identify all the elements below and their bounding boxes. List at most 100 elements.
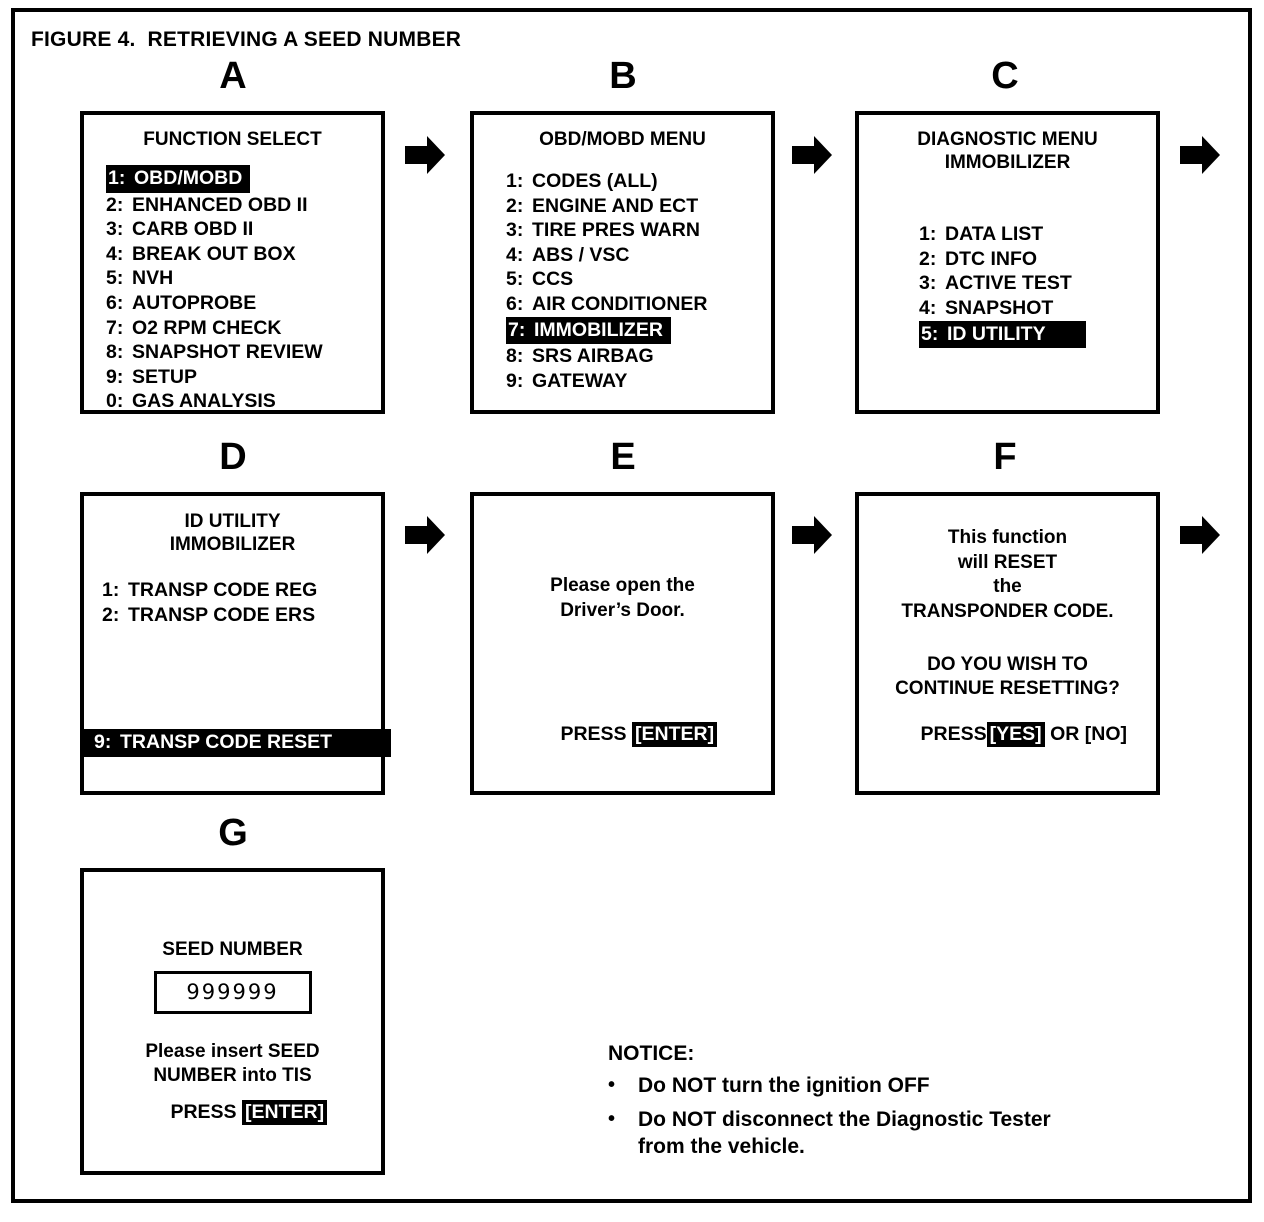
screen-message-f: This function will RESET the TRANSPONDER…	[901, 527, 1114, 623]
menu-item-abs-vsc[interactable]: 4: ABS / VSC	[506, 243, 771, 268]
menu-item-enhanced-obd-ii[interactable]: 2: ENHANCED OBD II	[106, 193, 381, 218]
menu-item-tire-pres-warn[interactable]: 3: TIRE PRES WARN	[506, 218, 771, 243]
screen-question-f: DO YOU WISH TO CONTINUE RESETTING?	[895, 653, 1120, 700]
menu-item-label: DTC INFO	[945, 247, 1038, 270]
arrow-f-to-g	[1178, 513, 1222, 557]
menu-item-number: 4:	[919, 297, 937, 320]
menu-item-number: 6:	[506, 292, 524, 315]
menu-item-label: SETUP	[132, 365, 198, 388]
menu-item-label: TIRE PRES WARN	[532, 219, 700, 242]
menu-item-label: ENHANCED OBD II	[132, 193, 308, 216]
menu-item-number: 2:	[506, 194, 524, 217]
notice-item-text: Do NOT turn the ignition OFF	[638, 1074, 930, 1097]
menu-item-number: 8:	[106, 341, 124, 364]
menu-item-number: 8:	[506, 345, 524, 368]
menu-item-codes-all[interactable]: 1: CODES (ALL)	[506, 169, 771, 194]
menu-item-label: AUTOPROBE	[132, 291, 257, 314]
menu-item-label: SRS AIRBAG	[532, 345, 654, 368]
arrow-d-to-e	[403, 513, 447, 557]
screen-panel-e[interactable]: Please open the Driver’s Door. PRESS [EN…	[470, 492, 775, 795]
menu-list-d: 1: TRANSP CODE REG 2: TRANSP CODE ERS	[84, 578, 381, 627]
menu-item-setup[interactable]: 9: SETUP	[106, 365, 381, 390]
screen-panel-a[interactable]: FUNCTION SELECT 1: OBD/MOBD 2: ENHANCED …	[80, 111, 385, 414]
menu-item-engine-and-ect[interactable]: 2: ENGINE AND ECT	[506, 194, 771, 219]
menu-list-a: 1: OBD/MOBD 2: ENHANCED OBD II 3: CARB O…	[84, 165, 381, 414]
menu-item-label: ID UTILITY	[947, 322, 1046, 345]
menu-item-number: 7:	[508, 318, 526, 341]
menu-item-air-conditioner[interactable]: 6: AIR CONDITIONER	[506, 292, 771, 317]
menu-item-number: 4:	[106, 242, 124, 265]
menu-item-number: 2:	[106, 193, 124, 216]
screen-panel-c[interactable]: DIAGNOSTIC MENU IMMOBILIZER 1: DATA LIST…	[855, 111, 1160, 414]
panel-letter-c: C	[991, 55, 1019, 97]
figure-title: FIGURE 4. RETRIEVING A SEED NUMBER	[31, 28, 462, 51]
screen-title-a: FUNCTION SELECT	[143, 129, 322, 150]
menu-item-transp-code-ers[interactable]: 2: TRANSP CODE ERS	[102, 603, 381, 628]
no-key-label[interactable]: OR [NO]	[1044, 723, 1127, 745]
yes-key-badge[interactable]: [YES]	[986, 722, 1045, 747]
arrow-e-to-f	[790, 513, 834, 557]
menu-item-gateway[interactable]: 9: GATEWAY	[506, 369, 771, 394]
arrow-c-to-d	[1178, 133, 1222, 177]
menu-item-dtc-info[interactable]: 2: DTC INFO	[919, 247, 1156, 272]
menu-item-id-utility[interactable]: 5: ID UTILITY	[919, 320, 1086, 349]
panel-letter-g: G	[218, 812, 248, 854]
bullet-icon: •	[608, 1107, 616, 1130]
menu-item-break-out-box[interactable]: 4: BREAK OUT BOX	[106, 242, 381, 267]
menu-item-number: 6:	[106, 291, 124, 314]
menu-item-label: TRANSP CODE RESET	[120, 731, 333, 754]
menu-item-number: 5:	[506, 268, 524, 291]
screen-title-b: OBD/MOBD MENU	[539, 129, 706, 150]
press-enter-line-g: PRESS [ENTER]	[84, 1078, 381, 1147]
press-label: PRESS	[920, 723, 987, 745]
menu-item-label: ENGINE AND ECT	[532, 194, 699, 217]
menu-item-label: NVH	[132, 267, 174, 290]
notice-title: NOTICE:	[608, 1042, 695, 1065]
menu-item-srs-airbag[interactable]: 8: SRS AIRBAG	[506, 344, 771, 369]
screen-panel-f[interactable]: This function will RESET the TRANSPONDER…	[855, 492, 1160, 795]
menu-item-obd-mobd[interactable]: 1: OBD/MOBD	[106, 165, 251, 193]
enter-key-badge[interactable]: [ENTER]	[241, 1100, 328, 1125]
press-yes-no-line-f: PRESS[YES] OR [NO]	[859, 700, 1156, 769]
menu-item-number: 9:	[106, 365, 124, 388]
menu-item-transp-code-reset[interactable]: 9: TRANSP CODE RESET	[84, 729, 391, 757]
menu-list-b: 1: CODES (ALL) 2: ENGINE AND ECT 3: TIRE…	[474, 169, 771, 393]
arrow-b-to-c	[790, 133, 834, 177]
screen-panel-d[interactable]: ID UTILITY IMMOBILIZER 1: TRANSP CODE RE…	[80, 492, 391, 795]
screen-panel-g[interactable]: SEED NUMBER 999999 Please insert SEED NU…	[80, 868, 385, 1175]
menu-item-snapshot-review[interactable]: 8: SNAPSHOT REVIEW	[106, 340, 381, 365]
menu-item-data-list[interactable]: 1: DATA LIST	[919, 222, 1156, 247]
panel-letter-d: D	[219, 436, 247, 478]
menu-item-snapshot[interactable]: 4: SNAPSHOT	[919, 296, 1156, 321]
menu-item-carb-obd-ii[interactable]: 3: CARB OBD II	[106, 217, 381, 242]
menu-item-label: CCS	[532, 268, 574, 291]
menu-item-gas-analysis[interactable]: 0: GAS ANALYSIS	[106, 389, 381, 414]
menu-item-label: BREAK OUT BOX	[132, 242, 296, 265]
arrow-a-to-b	[403, 133, 447, 177]
menu-item-label: TRANSP CODE ERS	[128, 603, 316, 626]
screen-title-d: ID UTILITY IMMOBILIZER	[169, 511, 296, 556]
menu-item-o2-rpm-check[interactable]: 7: O2 RPM CHECK	[106, 316, 381, 341]
screen-message-g: Please insert SEED NUMBER into TIS	[145, 1040, 320, 1087]
panel-letter-a: A	[219, 55, 247, 97]
menu-item-active-test[interactable]: 3: ACTIVE TEST	[919, 271, 1156, 296]
menu-item-number: 4:	[506, 243, 524, 266]
seed-number-value: 999999	[186, 979, 279, 1004]
menu-item-number: 5:	[106, 267, 124, 290]
menu-item-label: GAS ANALYSIS	[132, 390, 276, 413]
enter-key-badge[interactable]: [ENTER]	[631, 722, 718, 747]
menu-item-number: 3:	[506, 219, 524, 242]
menu-item-immobilizer[interactable]: 7: IMMOBILIZER	[506, 316, 671, 345]
seed-number-value-box[interactable]: 999999	[153, 970, 312, 1014]
menu-item-nvh[interactable]: 5: NVH	[106, 266, 381, 291]
menu-item-label: CARB OBD II	[132, 218, 254, 241]
menu-item-number: 2:	[102, 603, 120, 626]
menu-item-number: 9:	[94, 731, 112, 754]
menu-item-transp-code-reg[interactable]: 1: TRANSP CODE REG	[102, 578, 381, 603]
menu-item-autoprobe[interactable]: 6: AUTOPROBE	[106, 291, 381, 316]
menu-item-ccs[interactable]: 5: CCS	[506, 267, 771, 292]
menu-item-number: 1:	[919, 223, 937, 246]
screen-panel-b[interactable]: OBD/MOBD MENU 1: CODES (ALL) 2: ENGINE A…	[470, 111, 775, 414]
menu-item-label: DATA LIST	[945, 223, 1044, 246]
